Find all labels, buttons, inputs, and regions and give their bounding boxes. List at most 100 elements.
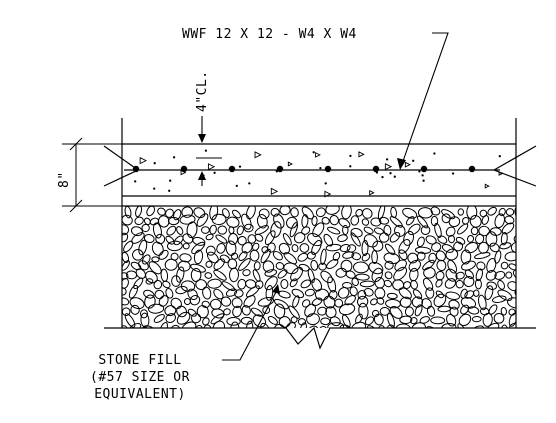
stone-fill-label-line1: STONE FILL — [98, 353, 181, 368]
stone — [338, 218, 351, 229]
stone — [176, 305, 188, 318]
stone — [345, 270, 356, 279]
aggregate-dot — [421, 174, 424, 177]
stone — [351, 277, 359, 287]
stone — [232, 305, 242, 318]
stone — [445, 248, 459, 261]
aggregate-dot — [235, 184, 238, 188]
stone — [145, 270, 158, 284]
stone — [321, 216, 330, 225]
stone — [213, 269, 227, 281]
stone — [379, 306, 390, 316]
stone-fill-layer — [104, 205, 536, 350]
stone — [363, 226, 374, 235]
stone — [272, 251, 283, 261]
aggregate-dot — [385, 158, 389, 161]
mesh-wire-dot — [132, 165, 140, 173]
stone — [140, 309, 148, 319]
stone — [430, 206, 441, 216]
stone — [207, 278, 222, 289]
stone — [499, 242, 512, 250]
stone — [514, 206, 516, 218]
stone — [435, 290, 444, 299]
stone — [457, 208, 465, 216]
stone — [435, 250, 446, 262]
stone — [307, 268, 315, 283]
wwf-callout: WWF 12 X 12 - W4 X W4 — [182, 27, 449, 170]
stone — [252, 269, 261, 282]
stone — [389, 306, 403, 319]
aggregate-triangle — [404, 161, 411, 168]
stone — [179, 253, 192, 263]
aggregate-triangle — [484, 183, 490, 189]
stone — [250, 307, 263, 317]
stone — [153, 279, 163, 290]
stone — [306, 313, 320, 326]
stone — [264, 276, 278, 291]
stone — [245, 285, 260, 298]
mesh-wire-dot — [276, 165, 284, 173]
stone — [373, 227, 384, 235]
stone — [479, 209, 488, 218]
stone — [190, 267, 202, 282]
stone — [516, 305, 527, 317]
stone — [132, 249, 144, 261]
stone — [264, 230, 276, 246]
stone — [320, 270, 333, 284]
stone — [416, 251, 426, 261]
stone — [304, 288, 315, 297]
stone — [392, 279, 405, 291]
mesh-wire-dot — [324, 165, 332, 173]
stone — [300, 279, 312, 289]
stone — [372, 240, 384, 252]
stone — [152, 222, 162, 239]
stone — [212, 320, 226, 328]
stone — [500, 232, 508, 246]
stone — [346, 244, 357, 253]
stone — [448, 216, 461, 228]
stone — [217, 225, 228, 235]
stone — [167, 216, 180, 226]
stone — [517, 250, 530, 263]
stone — [373, 313, 384, 326]
aggregate-dot — [275, 170, 278, 173]
stone — [151, 256, 160, 263]
stone — [441, 322, 457, 328]
mesh-wire-dot — [372, 165, 380, 173]
stone — [205, 233, 214, 241]
stone — [327, 226, 341, 235]
aggregate-dot — [349, 154, 352, 158]
stone — [421, 298, 432, 310]
stone — [130, 226, 143, 237]
stone — [202, 286, 212, 300]
stone — [138, 239, 148, 256]
stone — [289, 278, 298, 288]
wire-mesh-dots — [132, 165, 476, 173]
stone — [410, 317, 418, 325]
stone — [441, 244, 454, 253]
stone — [482, 312, 493, 327]
stone — [232, 209, 241, 219]
stone — [148, 261, 162, 275]
stone — [222, 208, 230, 218]
stone — [283, 262, 299, 275]
stone — [426, 305, 436, 317]
stone — [260, 248, 271, 264]
clearance-label: 4"CL. — [195, 70, 210, 112]
stone — [228, 267, 240, 283]
stone — [241, 213, 252, 230]
stone — [253, 261, 261, 271]
stone — [486, 281, 498, 290]
stone — [329, 289, 338, 300]
stone — [290, 207, 299, 218]
stone — [290, 266, 304, 282]
stone — [143, 289, 155, 299]
stone — [299, 322, 307, 328]
stone — [270, 207, 280, 217]
stone — [378, 216, 390, 225]
stone — [182, 233, 194, 244]
stone — [196, 213, 209, 227]
stone — [357, 295, 369, 308]
stone — [455, 271, 465, 280]
